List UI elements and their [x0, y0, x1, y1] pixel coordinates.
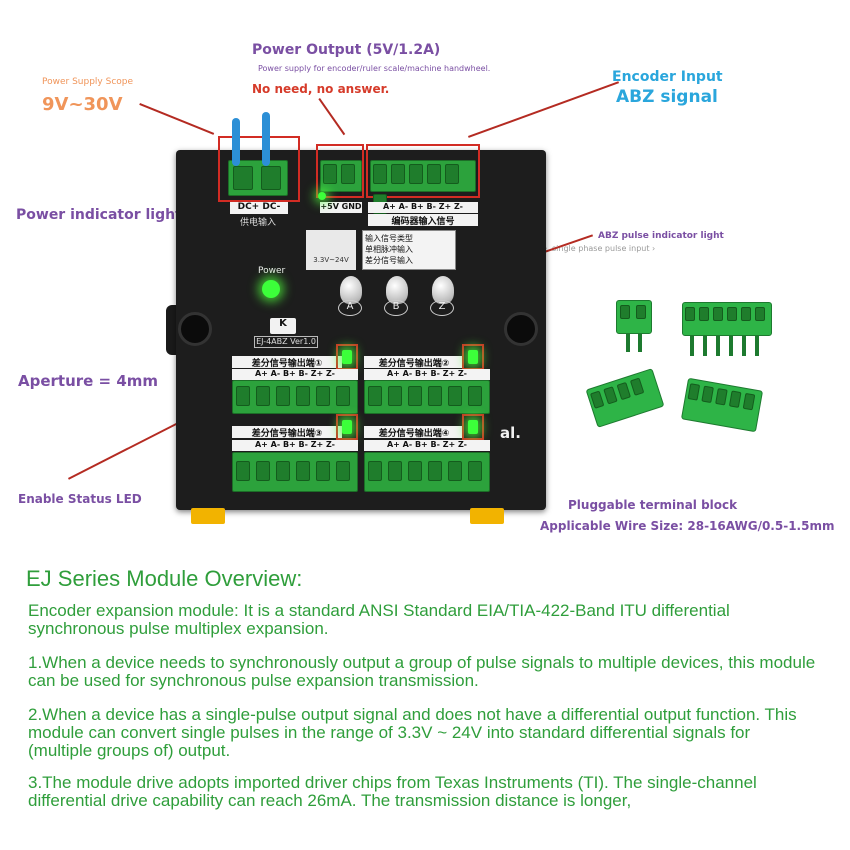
abz-indicator-sub: e, single phase pulse input › [542, 244, 656, 253]
power-input-terminal[interactable] [228, 160, 288, 196]
output-4-terminal[interactable] [364, 452, 490, 492]
overview-point-1: 1.When a device needs to synchronously o… [28, 653, 816, 690]
output-2-terminal[interactable] [364, 380, 490, 414]
voltage-box: 3.3V~24V [306, 230, 356, 270]
output-4-title: 差分信号输出端④ [364, 426, 464, 439]
power-output-title: Power Output (5V/1.2A) [252, 42, 441, 58]
a-bulb-label: A [338, 300, 362, 316]
aperture-label: Aperture = 4mm [18, 372, 159, 390]
output-3-led-highlight [336, 414, 358, 440]
spare-terminal-angled-left [585, 368, 665, 428]
output-4-led-highlight [462, 414, 484, 440]
output-2-enable-led [468, 350, 478, 364]
overview-title: EJ Series Module Overview: [26, 566, 303, 591]
output-3-pins: A+ A- B+ B- Z+ Z- [232, 440, 358, 451]
output-1-terminal[interactable] [232, 380, 358, 414]
power-output-desc: Power supply for encoder/ruler scale/mac… [258, 64, 491, 73]
no-need-note: No need, no answer. [252, 82, 390, 96]
power-led-label: Power [258, 266, 286, 276]
overview-point-3: 3.The module drive adopts imported drive… [28, 773, 757, 810]
spare-2pin-leg-2 [638, 334, 642, 352]
model-label: EJ-4ABZ Ver1.0 [254, 336, 318, 348]
power-indicator-label: Power indicator light [16, 207, 182, 223]
power-input-highlight [218, 136, 300, 202]
voltage-label: 3.3V~24V [313, 256, 349, 264]
overview-point-2: 2.When a device has a single-pulse outpu… [28, 705, 797, 760]
spare-terminal-2pin [616, 300, 652, 334]
signal-type-opt2: 差分信号输入 [365, 256, 413, 265]
output-3-enable-led [342, 420, 352, 434]
z-indicator-bulb [432, 276, 454, 304]
abz-signal-label: ABZ signal [616, 87, 718, 107]
blue-wire-1 [232, 118, 240, 166]
encoder-title-label: 编码器输入信号 [368, 214, 478, 227]
brand-logo-icon: K [270, 318, 296, 334]
pluggable-terminal-label: Pluggable terminal block [568, 498, 738, 512]
output-2-title: 差分信号输出端② [364, 356, 464, 369]
spare-terminal-angled-right [680, 377, 764, 433]
encoder-pins-label: A+ A- B+ B- Z+ Z- [368, 202, 478, 213]
blue-wire-2 [262, 112, 270, 166]
output-4-pins: A+ A- B+ B- Z+ Z- [364, 440, 490, 451]
power-led [262, 280, 280, 298]
z-bulb-label: Z [430, 300, 454, 316]
signal-type-opt1: 单相脉冲输入 [365, 245, 413, 254]
power-supply-scope-label: Power Supply Scope [42, 77, 134, 87]
encoder-input-terminal[interactable] [370, 160, 476, 214]
a-indicator-bulb [340, 276, 362, 304]
arrow-power-scope [139, 103, 215, 135]
encoder-input-highlight [366, 144, 480, 198]
output-1-title: 差分信号输出端① [232, 356, 342, 369]
output-3-terminal[interactable] [232, 452, 358, 492]
din-clip-left [191, 508, 225, 524]
power-output-highlight [316, 144, 364, 198]
din-clip-right [470, 508, 504, 524]
b-indicator-bulb [386, 276, 408, 304]
dc-label: DC+ DC- [230, 202, 288, 214]
output-5v-label: +5V GND [320, 202, 362, 213]
abz-indicator-label: ABZ pulse indicator light [598, 231, 724, 241]
signal-type-box: 输入信号类型 单相脉冲输入 差分信号输入 [362, 230, 456, 270]
output-2-pins: A+ A- B+ B- Z+ Z- [364, 369, 490, 380]
wire-size-label: Applicable Wire Size: 28-16AWG/0.5-1.5mm [540, 519, 835, 533]
mounting-hole-left [178, 312, 212, 346]
power-supply-scope-value: 9V~30V [42, 94, 123, 115]
mounting-hole-right [504, 312, 538, 346]
arrow-power-output [318, 98, 346, 136]
spare-6pin-legs [690, 336, 768, 356]
output-3-title: 差分信号输出端③ [232, 426, 342, 439]
output-1-enable-led [342, 350, 352, 364]
partial-label: al. [500, 424, 521, 442]
dc-sub-label: 供电输入 [240, 218, 277, 228]
overview-intro: Encoder expansion module: It is a standa… [28, 601, 730, 638]
enable-led-label: Enable Status LED [18, 492, 142, 506]
b-bulb-label: B [384, 300, 408, 316]
output-4-enable-led [468, 420, 478, 434]
spare-2pin-leg-1 [626, 334, 630, 352]
encoder-input-label: Encoder Input [612, 69, 723, 85]
spare-terminal-6pin-top [682, 302, 772, 336]
output-5v-led [318, 192, 326, 200]
arrow-encoder-input [468, 81, 620, 138]
output-1-pins: A+ A- B+ B- Z+ Z- [232, 369, 358, 380]
signal-type-title: 输入信号类型 [365, 234, 413, 243]
power-output-terminal[interactable] [320, 160, 362, 192]
